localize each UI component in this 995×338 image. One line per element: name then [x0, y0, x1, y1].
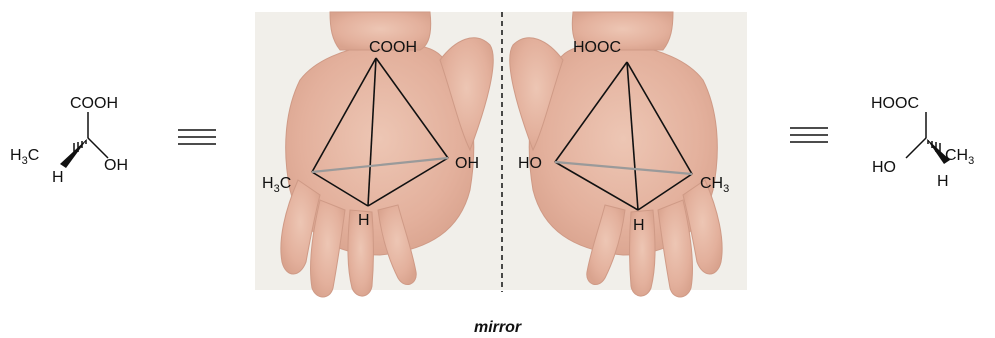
left-bold-wedge: [60, 138, 88, 168]
left-structure-bottom-label: H: [52, 169, 64, 186]
right-structure-top-label: HOOC: [871, 95, 919, 112]
left-hand-top-label: COOH: [369, 39, 417, 56]
right-2d-structure: [906, 112, 950, 164]
right-hand-left-label: HO: [518, 155, 542, 172]
right-structure-right-label: CH3: [945, 147, 974, 167]
right-hand-bottom-label: H: [633, 217, 645, 234]
left-structure-left-label: H3C: [10, 147, 39, 167]
left-2d-structure: [60, 112, 108, 168]
right-structure-bottom-label: H: [937, 173, 949, 190]
right-equivalence-symbol: [790, 128, 828, 142]
left-hand-bottom-label: H: [358, 212, 370, 229]
mirror-caption: mirror: [474, 319, 522, 336]
right-structure-left-label: HO: [872, 159, 896, 176]
left-equivalence-symbol: [178, 130, 216, 144]
left-hand-right-label: OH: [455, 155, 479, 172]
left-structure-right-label: OH: [104, 157, 128, 174]
right-hand-top-label: HOOC: [573, 39, 621, 56]
left-structure-top-label: COOH: [70, 95, 118, 112]
